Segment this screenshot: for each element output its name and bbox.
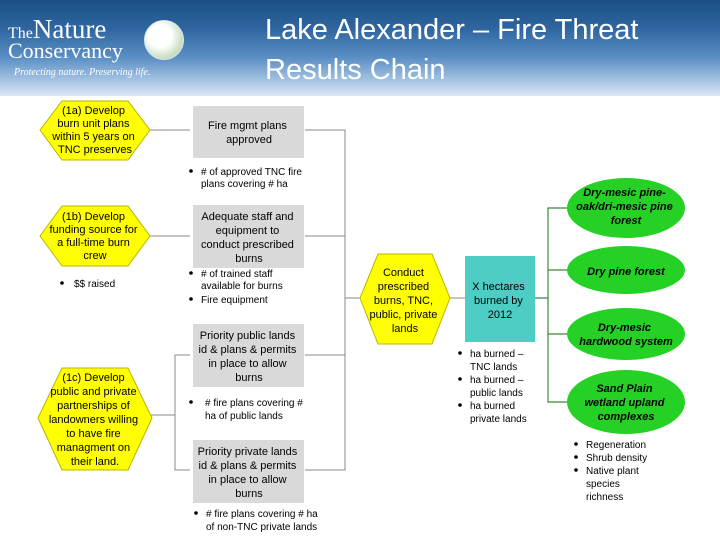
conduct-hexagon bbox=[359, 253, 451, 345]
strategy-label: (1c) Develop public and private partners… bbox=[49, 372, 141, 468]
arrow-hectares-target3 bbox=[547, 298, 567, 335]
arrow-private-conduct bbox=[305, 355, 346, 471]
connectors bbox=[150, 129, 567, 471]
bullet-icon bbox=[189, 271, 193, 275]
target-ellipse bbox=[567, 308, 685, 360]
arrow-1c-public bbox=[150, 354, 190, 416]
indicator-private: # fire plans covering # ha of non-TNC pr… bbox=[194, 509, 321, 533]
logo-the: The bbox=[8, 25, 33, 42]
indicator-text: $$ raised bbox=[74, 279, 115, 290]
result-label: Priority private lands id & plans & perm… bbox=[198, 446, 301, 500]
target-dry-mesic-pine-oak: Dry-mesic pine- oak/dri-mesic pine fores… bbox=[567, 178, 685, 238]
strategy-hexagon bbox=[37, 367, 153, 471]
indicator-text: # fire plans covering # ha of non-TNC pr… bbox=[206, 509, 321, 533]
arrow-public-conduct bbox=[305, 298, 346, 356]
strategy-label: (1a) Develop burn unit plans within 5 ye… bbox=[51, 105, 138, 156]
indicator-text: # of trained staff available for burns bbox=[201, 269, 283, 292]
indicator-staff: # of trained staff available for burns F… bbox=[189, 269, 283, 306]
indicator-text: ha burned – TNC lands ha burned – public… bbox=[470, 349, 527, 425]
bullet-icon bbox=[60, 281, 64, 285]
target-ellipse bbox=[567, 370, 685, 434]
page-title: Lake Alexander – Fire Threat Results Cha… bbox=[265, 10, 715, 90]
result-staff-equipment: Adequate staff and equipment to conduct … bbox=[193, 205, 304, 268]
bullet-icon bbox=[574, 455, 578, 459]
bullet-icon bbox=[194, 511, 198, 515]
bullet-icon bbox=[189, 297, 193, 301]
indicator-ecology: Regeneration Shrub density Native plant … bbox=[574, 440, 650, 503]
strategy-1c: (1c) Develop public and private partners… bbox=[37, 367, 153, 471]
strategy-label: (1b) Develop funding source for a full-t… bbox=[49, 211, 140, 262]
result-box bbox=[193, 205, 304, 268]
bullet-icon bbox=[574, 442, 578, 446]
target-label: Dry-mesic pine- oak/dri-mesic pine fores… bbox=[576, 187, 676, 227]
result-box bbox=[193, 440, 304, 503]
result-plans-approved: Fire mgmt plans approved bbox=[193, 106, 304, 158]
result-conduct-burns: Conduct prescribed burns, TNC, public, p… bbox=[359, 253, 451, 345]
target-dry-mesic-hardwood: Dry-mesic hardwood system bbox=[567, 308, 685, 360]
bullet-icon bbox=[458, 351, 462, 355]
target-label: Sand Plain wetland upland complexes bbox=[584, 383, 667, 423]
bullet-icon bbox=[458, 403, 462, 407]
strategy-hexagon bbox=[39, 205, 151, 267]
bullet-icon bbox=[189, 400, 193, 404]
bullet-icon bbox=[574, 468, 578, 472]
arrow-hectares-target4 bbox=[547, 334, 567, 403]
target-dry-pine-forest: Dry pine forest bbox=[567, 246, 685, 294]
logo-conservancy: Conservancy bbox=[8, 38, 123, 63]
indicator-burned: ha burned – TNC lands ha burned – public… bbox=[458, 349, 527, 425]
header-banner: TheNature Conservancy Protecting nature.… bbox=[0, 0, 720, 96]
arrow-plans-conduct bbox=[305, 129, 360, 299]
bullet-icon bbox=[458, 377, 462, 381]
title-line-2: Results Chain bbox=[265, 54, 446, 86]
result-private-lands: Priority private lands id & plans & perm… bbox=[193, 440, 304, 503]
indicator-funding: $$ raised bbox=[60, 279, 115, 290]
title-line-1: Lake Alexander – Fire Threat bbox=[265, 14, 639, 46]
target-label: Dry pine forest bbox=[587, 266, 666, 278]
indicator-text: # fire plans covering # ha of public lan… bbox=[205, 398, 306, 422]
hectares-label: X hectares burned by 2012 bbox=[472, 281, 528, 321]
logo-nature: Nature bbox=[32, 14, 107, 44]
result-public-lands: Priority public lands id & plans & permi… bbox=[193, 324, 304, 387]
result-label: Fire mgmt plans approved bbox=[208, 120, 290, 146]
target-sand-plain-wetland: Sand Plain wetland upland complexes bbox=[567, 370, 685, 434]
strategy-1a: (1a) Develop burn unit plans within 5 ye… bbox=[39, 100, 151, 161]
result-hectares-burned: X hectares burned by 2012 bbox=[465, 256, 535, 342]
indicator-equipment-text: Fire equipment bbox=[201, 295, 268, 306]
bullet-icon bbox=[189, 169, 193, 173]
tnc-logo: TheNature Conservancy Protecting nature.… bbox=[8, 10, 184, 82]
arrow-hectares-target1 bbox=[535, 207, 567, 299]
conduct-label: Conduct prescribed burns, TNC, public, p… bbox=[370, 267, 441, 335]
result-label: Adequate staff and equipment to conduct … bbox=[201, 211, 297, 265]
indicator-public: # fire plans covering # ha of public lan… bbox=[189, 398, 306, 422]
indicator-text: # of approved TNC fire plans covering # … bbox=[201, 167, 305, 190]
result-box bbox=[193, 324, 304, 387]
target-label: Dry-mesic hardwood system bbox=[579, 322, 673, 348]
globe-icon bbox=[144, 20, 184, 60]
arrow-1c-private bbox=[174, 415, 190, 471]
target-ellipse bbox=[567, 246, 685, 294]
logo-tagline: Protecting nature. Preserving life. bbox=[14, 67, 151, 78]
indicator-plans: # of approved TNC fire plans covering # … bbox=[189, 167, 305, 190]
result-box bbox=[193, 106, 304, 158]
target-ellipse bbox=[567, 178, 685, 238]
hectares-box bbox=[465, 256, 535, 342]
indicator-text: Regeneration Shrub density Native plant … bbox=[586, 440, 650, 503]
strategy-1b: (1b) Develop funding source for a full-t… bbox=[39, 205, 151, 267]
strategy-hexagon bbox=[39, 100, 151, 161]
result-label: Priority public lands id & plans & permi… bbox=[199, 330, 300, 384]
